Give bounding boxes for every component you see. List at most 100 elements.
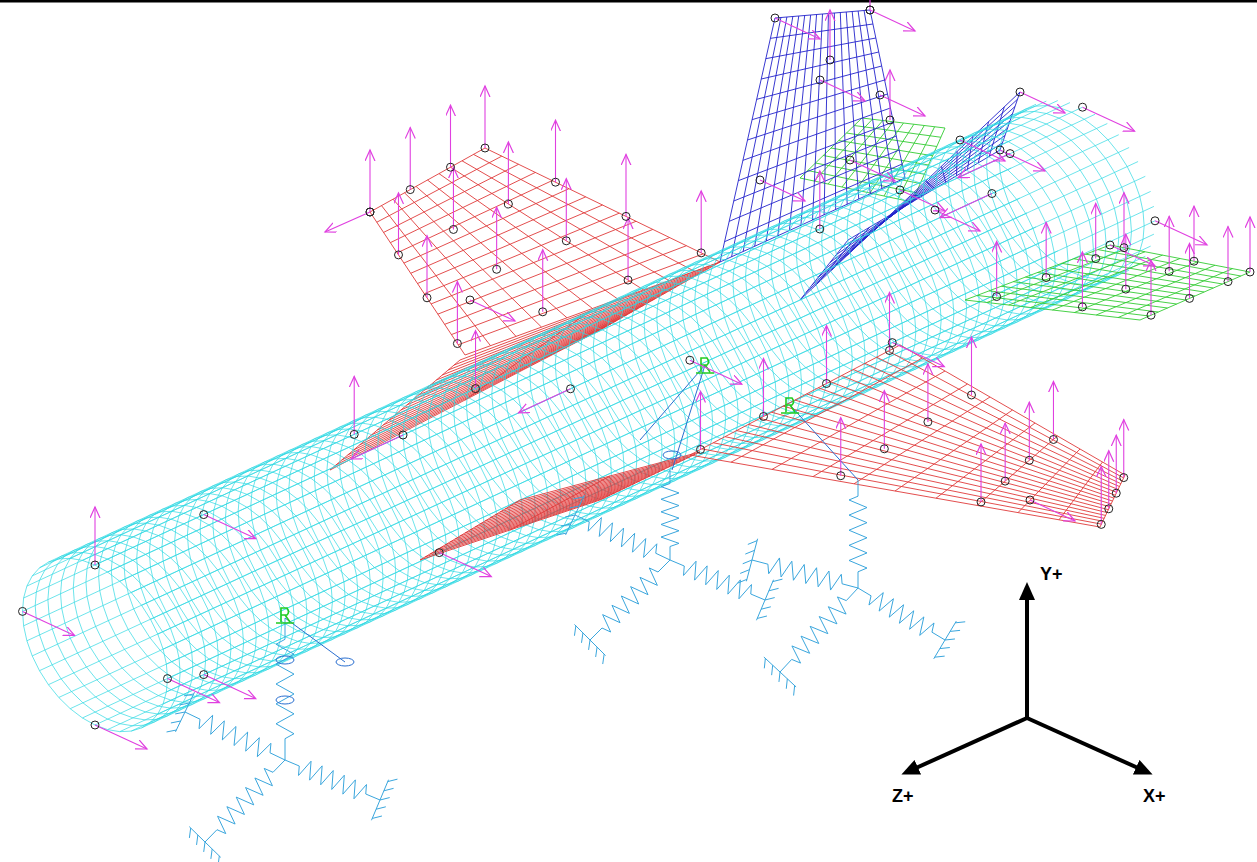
spring-symbol bbox=[276, 618, 294, 760]
grid-point bbox=[552, 178, 560, 186]
grid-point bbox=[866, 6, 874, 14]
load-arrow bbox=[1227, 227, 1228, 282]
mesh-line bbox=[1059, 462, 1103, 520]
ground-hatch bbox=[574, 497, 584, 499]
fuselage-stringer bbox=[151, 264, 1139, 722]
ground-hatch bbox=[596, 647, 597, 657]
ground-hatch bbox=[773, 579, 783, 581]
grid-point bbox=[771, 14, 779, 22]
load-arrow bbox=[869, 0, 870, 10]
load-arrow bbox=[1005, 423, 1006, 481]
grid-point bbox=[967, 391, 975, 399]
ground-hatch bbox=[561, 524, 571, 526]
mesh-line bbox=[936, 423, 1035, 498]
ground-hatch bbox=[779, 672, 780, 682]
grid-point bbox=[395, 251, 403, 259]
ground-hatch bbox=[603, 654, 604, 664]
load-arrow bbox=[1110, 245, 1155, 266]
load-arrow bbox=[625, 154, 626, 216]
mesh-line bbox=[470, 476, 650, 530]
ground-hatch bbox=[748, 541, 757, 545]
fuselage-stringer bbox=[48, 104, 1036, 562]
ground-hatch bbox=[772, 665, 773, 675]
landing-gear bbox=[167, 358, 966, 862]
load-arrow bbox=[95, 725, 147, 749]
gear-joint bbox=[336, 658, 354, 666]
load-arrow bbox=[1046, 223, 1047, 278]
right-tail-mesh bbox=[965, 245, 1250, 320]
load-arrow bbox=[508, 142, 509, 204]
grid-point bbox=[1042, 274, 1050, 282]
gear-joint bbox=[276, 696, 294, 704]
load-arrow bbox=[958, 154, 1010, 178]
load-arrow bbox=[204, 515, 256, 539]
ground-hatch bbox=[204, 842, 205, 852]
mesh-line bbox=[987, 248, 1128, 302]
grid-point bbox=[472, 385, 480, 393]
load-arrow bbox=[1020, 92, 1065, 113]
grid-point bbox=[1186, 294, 1194, 302]
mesh-line bbox=[778, 16, 805, 236]
load-arrow bbox=[826, 326, 827, 384]
grid-point bbox=[1190, 257, 1198, 265]
spring-symbol bbox=[590, 560, 670, 640]
load-arrow bbox=[884, 391, 885, 449]
mesh-line bbox=[852, 12, 870, 194]
grid-point bbox=[622, 212, 630, 220]
grid-point bbox=[1006, 150, 1014, 158]
spring-symbol bbox=[575, 515, 670, 560]
axis-label: X+ bbox=[1143, 787, 1166, 805]
mesh-line bbox=[510, 476, 610, 530]
mesh-line bbox=[854, 397, 990, 484]
load-arrow bbox=[23, 611, 75, 635]
fuselage-stringer bbox=[32, 118, 1020, 576]
grid-point bbox=[1049, 435, 1057, 443]
load-arrow bbox=[1095, 204, 1096, 259]
rigid-element-marker bbox=[276, 608, 294, 623]
load-arrow bbox=[1053, 381, 1054, 439]
load-arrow bbox=[819, 171, 820, 229]
load-arrow bbox=[1000, 150, 1045, 171]
spring-symbol bbox=[661, 470, 679, 560]
ground-hatch bbox=[757, 616, 767, 618]
mesh-line bbox=[1118, 269, 1232, 318]
mesh-line bbox=[690, 345, 900, 455]
ground-hatch bbox=[197, 835, 198, 845]
grid-point bbox=[200, 671, 208, 679]
load-arrow bbox=[518, 389, 570, 413]
load-arrow bbox=[880, 95, 925, 116]
grid-point bbox=[91, 561, 99, 569]
ground-hatch bbox=[171, 721, 181, 723]
grid-point bbox=[837, 472, 845, 480]
grid-point bbox=[399, 431, 407, 439]
ground-hatch bbox=[565, 515, 575, 517]
grid-point bbox=[686, 356, 694, 364]
mesh-line bbox=[485, 148, 720, 262]
mesh-line bbox=[462, 161, 669, 281]
spring-symbol bbox=[752, 558, 858, 590]
load-arrow bbox=[470, 300, 515, 321]
grid-point bbox=[1120, 244, 1128, 252]
ground-hatch bbox=[765, 598, 775, 600]
axis-arrow bbox=[1025, 598, 1029, 718]
load-arrow bbox=[426, 236, 427, 298]
grid-point bbox=[697, 249, 705, 257]
grid-point bbox=[453, 340, 461, 348]
grid-point bbox=[816, 225, 824, 233]
fuselage-stringer bbox=[27, 128, 1015, 586]
ground-hatch bbox=[180, 703, 190, 705]
grid-point bbox=[435, 549, 443, 557]
load-arrow bbox=[450, 105, 451, 167]
axis-arrow bbox=[916, 718, 1027, 768]
ground-hatch bbox=[945, 639, 955, 640]
grid-point bbox=[1151, 217, 1159, 225]
mesh-line bbox=[1140, 272, 1250, 320]
load-arrow bbox=[1030, 500, 1075, 521]
grid-point bbox=[1026, 496, 1034, 504]
grid-point bbox=[886, 116, 894, 124]
mesh-line bbox=[864, 11, 893, 184]
fuselage-stringer bbox=[70, 251, 1058, 709]
ground-hatch bbox=[211, 849, 212, 859]
mesh-line bbox=[800, 92, 1020, 300]
mesh-line bbox=[370, 212, 465, 355]
